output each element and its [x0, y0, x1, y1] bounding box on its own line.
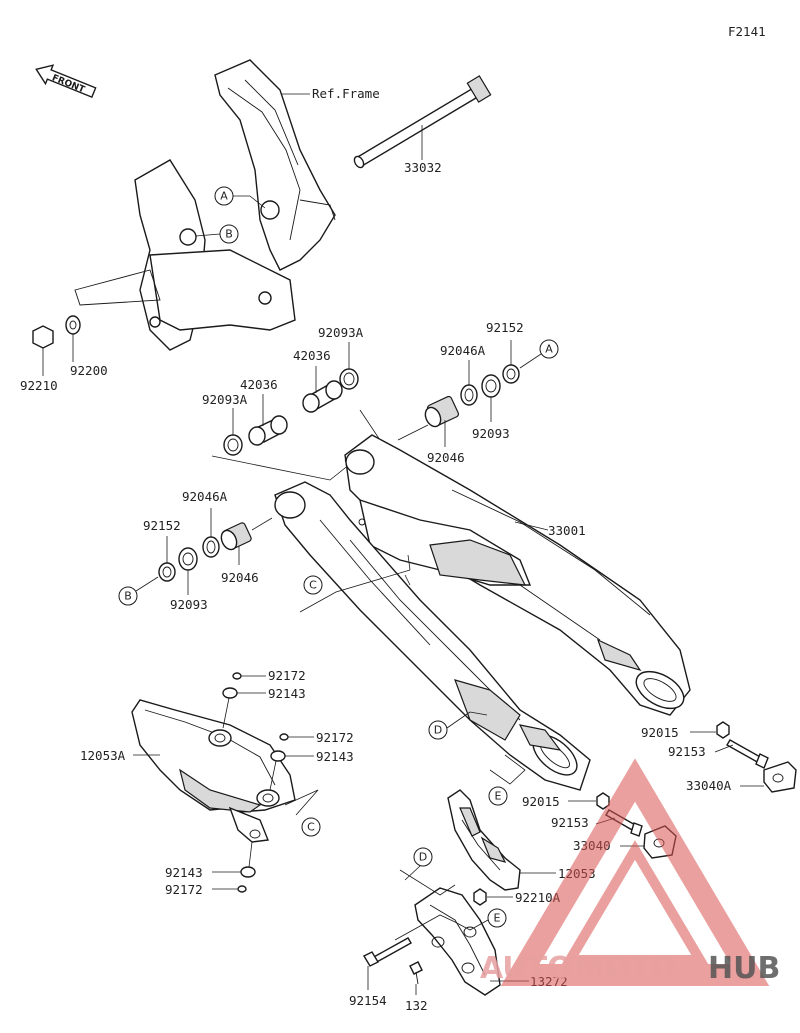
svg-text:E: E — [495, 790, 502, 803]
automotohub-watermark — [500, 758, 770, 986]
part-92153-right: 92153 — [668, 744, 706, 759]
part-92015-left: 92015 — [522, 794, 560, 809]
seal-92093A-top — [339, 368, 359, 390]
svg-text:B: B — [124, 590, 132, 603]
frame-reference — [74, 59, 336, 351]
part-92143-c: 92143 — [165, 865, 203, 880]
adjuster-33040A — [763, 761, 797, 793]
part-92210: 92210 — [20, 378, 58, 393]
callout-d-lower: D — [399, 847, 456, 896]
screw-92172-c — [237, 885, 247, 893]
screw-92172-b — [279, 733, 289, 741]
part-33040A: 33040A — [686, 778, 732, 793]
callout-c-swingarm: C — [299, 554, 411, 613]
bearing-92046-top — [424, 395, 460, 428]
svg-text:B: B — [225, 228, 233, 241]
seal-92093A-mid — [223, 434, 243, 456]
figure-code: F2141 — [728, 24, 766, 39]
part-92154: 92154 — [349, 993, 387, 1008]
part-92172-c: 92172 — [165, 882, 203, 897]
nut-92015-right — [716, 721, 730, 739]
washer-92143-a — [222, 687, 238, 699]
part-92046A-left: 92046A — [182, 489, 228, 504]
washer-92200 — [65, 315, 81, 335]
part-92093-left: 92093 — [170, 597, 208, 612]
part-132: 132 — [405, 998, 428, 1013]
bolt-92154 — [363, 937, 412, 967]
part-92046A-top: 92046A — [440, 343, 486, 358]
slider-bracket-13272 — [414, 887, 501, 996]
front-arrow-icon: FRONT — [35, 64, 97, 99]
swingarm-33001 — [274, 434, 691, 791]
callout-a-right: A — [519, 339, 559, 369]
part-42036-top: 42036 — [293, 348, 331, 363]
part-92093A-mid: 92093A — [202, 392, 248, 407]
svg-text:D: D — [434, 724, 442, 737]
nut-92210A — [473, 888, 487, 906]
bolt-92153-right — [726, 739, 769, 769]
part-92172-b: 92172 — [316, 730, 354, 745]
part-92093A-top: 92093A — [318, 325, 364, 340]
svg-text:E: E — [494, 912, 501, 925]
part-92152-left: 92152 — [143, 518, 181, 533]
watermark-text: AUTO MOTO HUB — [480, 951, 780, 986]
bearing-92046-left — [220, 522, 252, 551]
part-42036-mid: 42036 — [240, 377, 278, 392]
seal-92093-left — [178, 547, 198, 571]
callout-a-frame: A — [214, 186, 266, 209]
part-92143-a: 92143 — [268, 686, 306, 701]
part-92143-b: 92143 — [316, 749, 354, 764]
washer-92143-b — [270, 750, 286, 762]
collar-42036-mid — [248, 415, 288, 446]
part-92172-a: 92172 — [268, 668, 306, 683]
callout-c-chainguide: C — [284, 789, 321, 837]
part-12053A: 12053A — [80, 748, 126, 763]
callout-b-frame: B — [195, 224, 239, 244]
screw-132 — [409, 961, 423, 985]
part-92153-left: 92153 — [551, 815, 589, 830]
part-92200: 92200 — [70, 363, 108, 378]
chain-slider-12053 — [447, 789, 521, 891]
ref-frame-label: Ref.Frame — [312, 86, 380, 101]
callout-e-lower: E — [394, 908, 507, 941]
svg-text:AUTO: AUTO — [480, 951, 573, 986]
part-92152-top: 92152 — [486, 320, 524, 335]
pivot-shaft — [353, 75, 492, 169]
part-92093-top: 92093 — [472, 426, 510, 441]
seal-92093-top — [481, 374, 501, 398]
part-33032: 33032 — [404, 160, 442, 175]
part-92210A: 92210A — [515, 890, 561, 905]
screw-92172-a — [232, 672, 242, 680]
chain-guide-12053A — [131, 699, 296, 843]
collar-42036-top — [302, 380, 343, 413]
callout-b-left: B — [118, 576, 159, 606]
washer-92143-c — [240, 866, 256, 878]
cap-92152-left — [158, 562, 176, 582]
svg-text:D: D — [419, 851, 427, 864]
svg-text:C: C — [309, 579, 317, 592]
cap-92152-top — [502, 364, 520, 384]
part-33001: 33001 — [548, 523, 586, 538]
svg-text:A: A — [220, 190, 228, 203]
svg-text:MOTO: MOTO — [575, 951, 676, 986]
seal-92046A-left — [202, 536, 220, 558]
svg-text:C: C — [307, 821, 315, 834]
svg-text:HUB: HUB — [708, 951, 780, 986]
svg-text:A: A — [545, 343, 553, 356]
nut-92210 — [32, 325, 54, 349]
seal-92046A-top — [460, 384, 478, 406]
part-92046-top: 92046 — [427, 450, 465, 465]
part-92015-right: 92015 — [641, 725, 679, 740]
part-92046-left: 92046 — [221, 570, 259, 585]
callout-d-swingarm: D — [428, 711, 488, 740]
callout-e-swingarm: E — [488, 754, 526, 806]
